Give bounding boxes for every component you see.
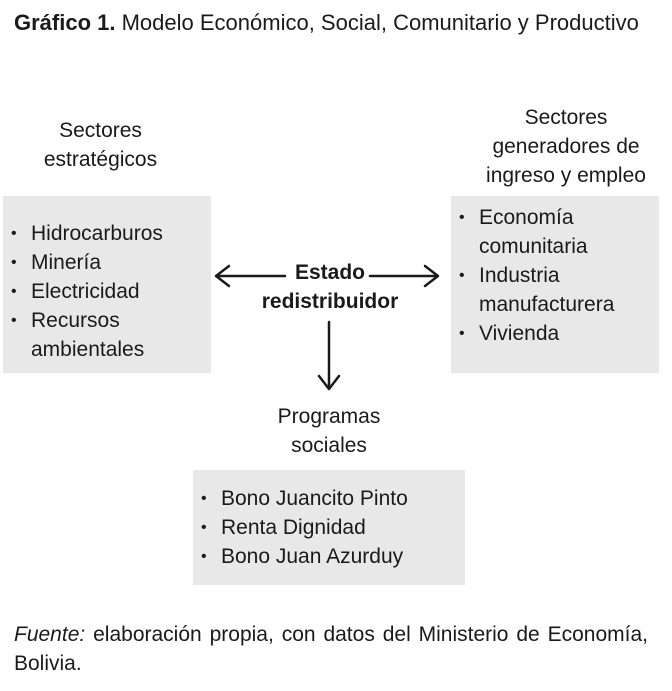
list-item: Economía comunitaria — [451, 203, 629, 261]
list-item: Hidrocarburos — [3, 219, 211, 248]
right-sector-box: Economía comunitaria Industria manufactu… — [451, 196, 659, 373]
arrow-left — [214, 264, 287, 288]
central-node-line2: redistribuidor — [261, 290, 399, 313]
social-programs-box: Bono Juancito Pinto Renta Dignidad Bono … — [193, 470, 465, 585]
list-item: Industria manufacturera — [451, 261, 654, 319]
bottom-heading-line2: sociales — [291, 434, 367, 457]
right-heading-line2: generadores de — [492, 135, 640, 158]
source-text: elaboración propia, con datos del Minist… — [14, 623, 649, 675]
left-heading-line1: Sectores — [59, 119, 142, 142]
source-label: Fuente: — [14, 623, 86, 646]
bottom-heading: Programas sociales — [244, 402, 414, 460]
figure-caption: Gráfico 1. Modelo Económico, Social, Com… — [14, 8, 648, 38]
left-heading: Sectores estratégicos — [18, 116, 183, 174]
left-sector-box: Hidrocarburos Minería Electricidad Recur… — [3, 196, 211, 373]
arrow-down — [317, 320, 341, 391]
figure-title: Modelo Económico, Social, Comunitario y … — [121, 10, 639, 35]
list-item: Bono Juan Azurduy — [193, 542, 465, 571]
list-item: Electricidad — [3, 277, 211, 306]
arrow-right — [368, 264, 440, 288]
central-node-line1: Estado — [294, 261, 365, 284]
list-item: Vivienda — [451, 319, 659, 348]
right-heading-line1: Sectores — [524, 106, 608, 129]
list-item: Renta Dignidad — [193, 513, 465, 542]
bottom-heading-line1: Programas — [277, 405, 381, 428]
source-note: Fuente: elaboración propia, con datos de… — [14, 620, 648, 678]
figure-number: Gráfico 1. — [14, 10, 116, 35]
right-heading-line3: ingreso y empleo — [486, 164, 646, 187]
left-heading-line2: estratégicos — [43, 148, 158, 171]
list-item: Recursos ambientales — [3, 306, 181, 364]
list-item: Bono Juancito Pinto — [193, 484, 465, 513]
central-node: Estado redistribuidor — [250, 258, 410, 316]
right-heading: Sectores generadores de ingreso y empleo — [466, 103, 666, 190]
list-item: Minería — [3, 248, 211, 277]
